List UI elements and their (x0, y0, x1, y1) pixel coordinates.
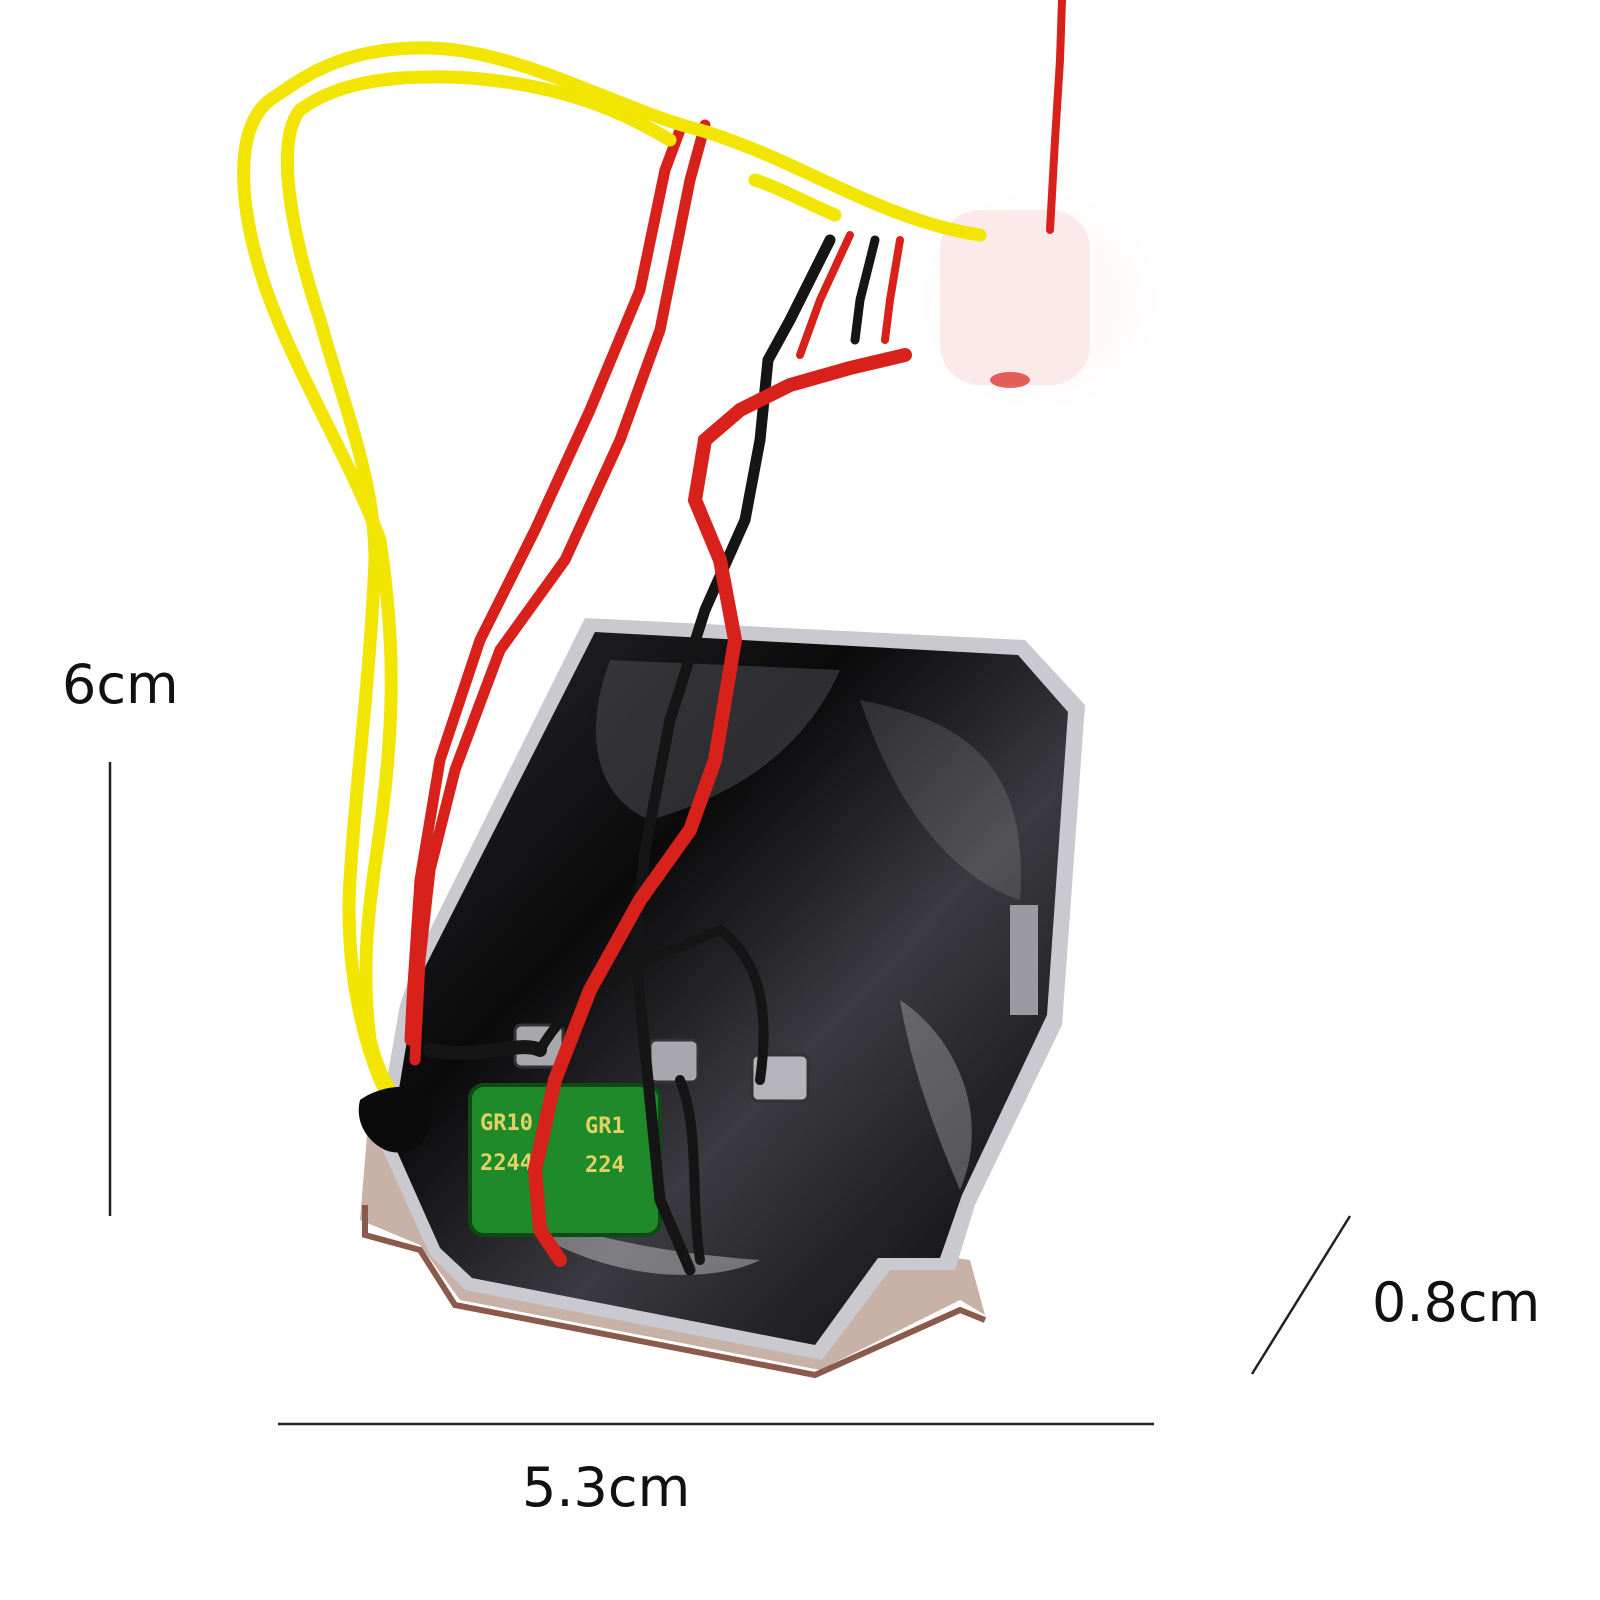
depth-label: 0.8cm (1372, 1271, 1541, 1334)
capacitor-text-4: 224 (585, 1153, 625, 1178)
terminals (513, 905, 1038, 1103)
connector-plug (920, 0, 1160, 410)
yellow-wires (237, 41, 987, 1125)
width-label: 5.3cm (522, 1456, 691, 1519)
controller-housing (378, 618, 1085, 1360)
capacitor: GR10 GR1 2244 224 (468, 1083, 662, 1237)
height-label: 6cm (62, 653, 179, 716)
dimension-lines (108, 762, 1352, 1426)
depth-dimension-line (1250, 1215, 1352, 1375)
capacitor-text-1: GR10 (480, 1111, 533, 1136)
capacitor-text-2: GR1 (585, 1114, 625, 1139)
red-wires (404, 119, 912, 1267)
capacitor-text-3: 2244 (480, 1151, 533, 1176)
solder-joint (358, 1086, 432, 1153)
